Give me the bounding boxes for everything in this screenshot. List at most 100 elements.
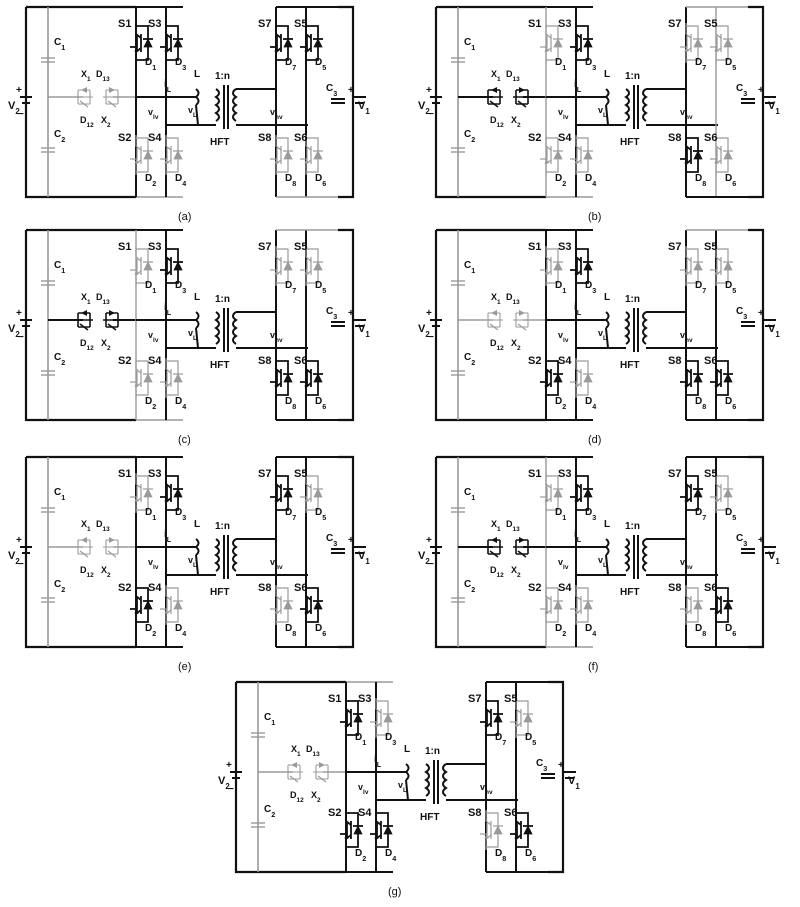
s7-label: S7	[668, 468, 681, 480]
d12-label: D12	[80, 338, 94, 352]
v2-minus: −	[428, 332, 434, 343]
s1-switch	[540, 246, 563, 286]
s3-switch	[570, 473, 593, 513]
ratio-label: 1:n	[625, 71, 640, 82]
s4-label: S4	[148, 582, 162, 594]
c3-label: C3	[326, 83, 337, 98]
s8-label: S8	[668, 132, 681, 144]
d3-label: D3	[585, 507, 596, 522]
vlv-label: vlv	[148, 330, 159, 344]
s1-switch	[130, 23, 153, 63]
s6-switch	[300, 135, 323, 175]
vl-label: vL	[598, 105, 607, 119]
s3-switch	[570, 246, 593, 286]
d13-label: D13	[96, 69, 110, 83]
s5-label: S5	[294, 241, 307, 253]
bidirectional-switch	[75, 87, 121, 108]
s5-label: S5	[504, 693, 517, 705]
hft-label: HFT	[210, 587, 229, 598]
s6-label: S6	[704, 582, 717, 594]
v2-plus: +	[16, 85, 22, 96]
s5-label: S5	[704, 18, 717, 30]
d3-label: D3	[175, 280, 186, 295]
s2-switch	[340, 810, 363, 850]
d13-label: D13	[506, 519, 520, 533]
d4-label: D4	[175, 623, 186, 638]
s5-label: S5	[704, 468, 717, 480]
x1-label: X1	[491, 519, 501, 533]
d2-label: D2	[145, 173, 156, 188]
d4-label: D4	[585, 396, 596, 411]
vlv-label: vlv	[558, 557, 569, 571]
d4-label: D4	[175, 173, 186, 188]
s8-switch	[680, 358, 703, 398]
v1-plus: +	[348, 85, 354, 96]
s3-switch	[160, 246, 183, 286]
vlv-label: vlv	[148, 107, 159, 121]
s2-label: S2	[328, 807, 341, 819]
v2-minus: −	[228, 784, 234, 795]
s3-label: S3	[558, 468, 571, 480]
d6-label: D6	[315, 173, 326, 188]
x1-label: X1	[81, 292, 91, 306]
s5-label: S5	[294, 18, 307, 30]
c1-label: C1	[54, 37, 65, 52]
s1-label: S1	[118, 468, 131, 480]
d8-label: D8	[285, 623, 296, 638]
d1-label: D1	[145, 57, 156, 72]
d7-label: D7	[495, 732, 506, 747]
s7-label: S7	[258, 468, 271, 480]
d7-label: D7	[695, 280, 706, 295]
s4-switch	[160, 135, 183, 175]
s4-label: S4	[358, 807, 372, 819]
d2-label: D2	[145, 396, 156, 411]
v2-plus: +	[226, 760, 232, 771]
c3-label: C3	[536, 758, 547, 773]
v2-minus: −	[18, 332, 24, 343]
il-label: iL	[164, 529, 172, 544]
d13-label: D13	[96, 519, 110, 533]
il-label: iL	[374, 754, 382, 769]
s6-label: S6	[294, 582, 307, 594]
s5-switch	[300, 23, 323, 63]
s1-label: S1	[528, 241, 541, 253]
c1-label: C1	[54, 487, 65, 502]
d12-label: D12	[490, 338, 504, 352]
v2-plus: +	[16, 535, 22, 546]
d6-label: D6	[525, 848, 536, 863]
panel-caption: (d)	[588, 434, 601, 446]
c1-label: C1	[464, 37, 475, 52]
s2-switch	[540, 358, 563, 398]
ratio-label: 1:n	[625, 521, 640, 532]
d7-label: D7	[695, 507, 706, 522]
v1-label: V1	[768, 100, 780, 116]
s2-label: S2	[118, 355, 131, 367]
s3-label: S3	[558, 18, 571, 30]
c1-label: C1	[54, 260, 65, 275]
s6-label: S6	[294, 132, 307, 144]
d6-label: D6	[725, 173, 736, 188]
s3-label: S3	[358, 693, 371, 705]
d12-label: D12	[490, 565, 504, 579]
s8-switch	[270, 358, 293, 398]
d2-label: D2	[145, 623, 156, 638]
vlv-label: vlv	[358, 782, 369, 796]
s3-label: S3	[148, 468, 161, 480]
s2-switch	[130, 358, 153, 398]
hft-label: HFT	[420, 812, 439, 823]
v2-minus: −	[18, 109, 24, 120]
vlv-label: vlv	[558, 107, 569, 121]
c1-label: C1	[464, 487, 475, 502]
c3-label: C3	[736, 83, 747, 98]
s5-label: S5	[294, 468, 307, 480]
d8-label: D8	[285, 396, 296, 411]
x2-label: X2	[311, 790, 321, 804]
c1-label: C1	[264, 712, 275, 727]
d6-label: D6	[315, 623, 326, 638]
s7-switch	[480, 698, 503, 738]
v2-plus: +	[16, 308, 22, 319]
